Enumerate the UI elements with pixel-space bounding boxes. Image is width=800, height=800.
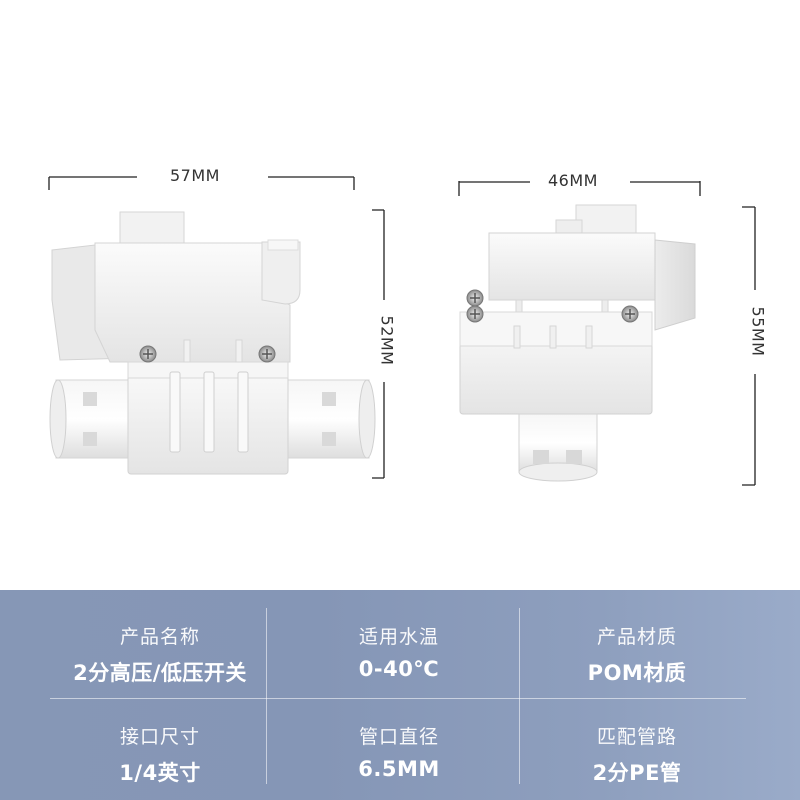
spec-matching-pipe: 匹配管路 2分PE管 xyxy=(504,722,770,787)
spec-value: 1/4英寸 xyxy=(119,761,201,785)
spec-value: 6.5MM xyxy=(358,757,440,781)
spec-water-temp: 适用水温 0-40℃ xyxy=(266,622,532,681)
spec-material: 产品材质 POM材质 xyxy=(504,622,770,687)
spec-label: 产品材质 xyxy=(596,626,677,648)
spec-label: 管口直径 xyxy=(358,726,439,748)
divider xyxy=(266,608,267,784)
spec-value: 2分PE管 xyxy=(592,761,682,785)
spec-label: 接口尺寸 xyxy=(119,726,200,748)
side-width-label: 46MM xyxy=(548,171,598,190)
front-width-label: 57MM xyxy=(170,166,220,185)
spec-product-name: 产品名称 2分高压/低压开关 xyxy=(27,622,293,687)
spec-pipe-diameter: 管口直径 6.5MM xyxy=(266,722,532,781)
spec-value: 0-40℃ xyxy=(358,657,440,681)
divider xyxy=(519,608,520,784)
spec-interface-size: 接口尺寸 1/4英寸 xyxy=(27,722,293,787)
divider xyxy=(50,698,746,699)
spec-label: 适用水温 xyxy=(358,626,439,648)
dimension-lines xyxy=(48,176,756,486)
spec-label: 匹配管路 xyxy=(596,726,677,748)
spec-value: 2分高压/低压开关 xyxy=(73,661,247,685)
switch-side-view xyxy=(459,204,696,482)
switch-front-view xyxy=(49,211,376,475)
spec-value: POM材质 xyxy=(587,661,687,685)
product-image-area: 57MM 52MM 46MM 55MM xyxy=(48,166,768,486)
spec-label: 产品名称 xyxy=(119,626,200,648)
spec-panel: 产品名称 2分高压/低压开关 适用水温 0-40℃ 产品材质 POM材质 接口尺… xyxy=(0,590,800,800)
